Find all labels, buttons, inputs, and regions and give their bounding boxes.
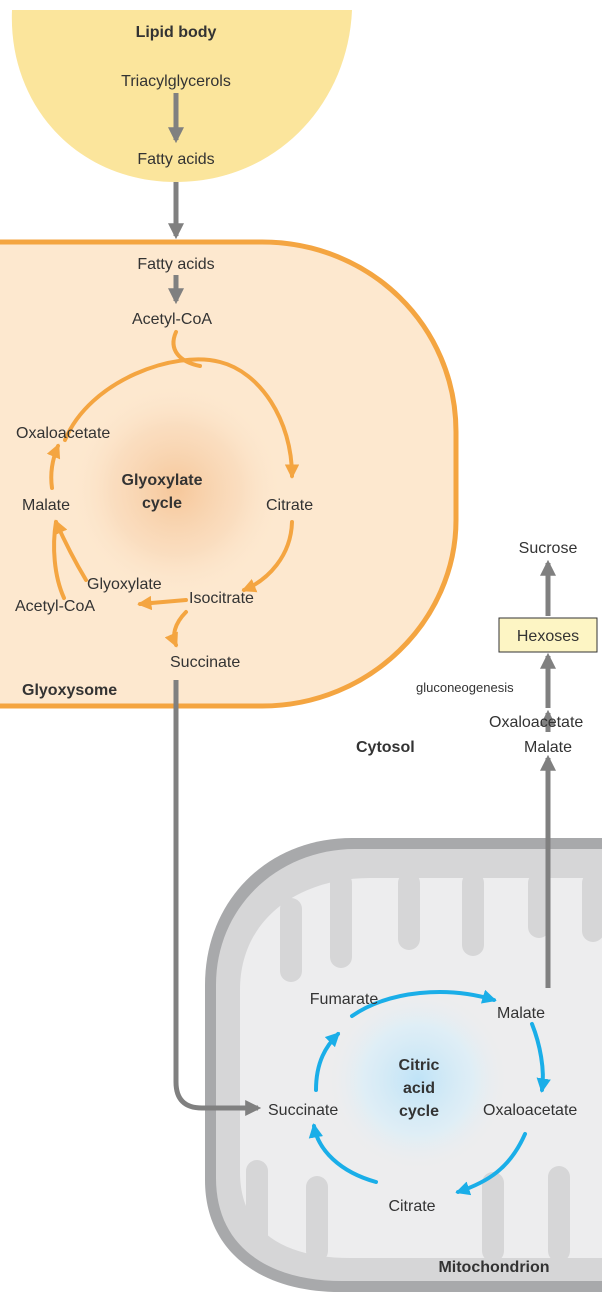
- glyoxysome-malate-label: Malate: [22, 497, 70, 514]
- mito-malate-label: Malate: [497, 1005, 545, 1022]
- glyoxysome-succinate-label: Succinate: [170, 654, 240, 671]
- cytosol-gluconeogenesis-label: gluconeogenesis: [416, 680, 514, 695]
- mito-succinate-label: Succinate: [268, 1102, 338, 1119]
- glyoxysome-citrate-label: Citrate: [266, 497, 313, 514]
- citric-acid-cycle-title-line3: cycle: [399, 1103, 439, 1120]
- citric-acid-cycle-title-line1: Citric: [399, 1057, 440, 1074]
- glyoxysome-acetyl-coa-label: Acetyl-CoA: [132, 311, 212, 328]
- glyoxysome-glyoxylate-label: Glyoxylate: [87, 576, 162, 593]
- cytosol-oxaloacetate-label: Oxaloacetate: [489, 714, 583, 731]
- cytosol-title: Cytosol: [356, 739, 415, 756]
- mito-oxaloacetate-label: Oxaloacetate: [483, 1102, 577, 1119]
- mito-fumarate-label: Fumarate: [310, 991, 379, 1008]
- glyoxylate-cycle-title-line2: cycle: [142, 495, 182, 512]
- glyoxysome-acetyl-coa-2-label: Acetyl-CoA: [15, 598, 95, 615]
- glyoxysome-oxaloacetate-label: Oxaloacetate: [16, 425, 110, 442]
- cytosol-malate-label: Malate: [524, 739, 572, 756]
- mito-citrate-label: Citrate: [388, 1198, 435, 1215]
- mitochondrion-title: Mitochondrion: [438, 1259, 549, 1276]
- glyoxysome-fatty-acids-label: Fatty acids: [137, 256, 214, 273]
- glyoxylate-cycle-title-line1: Glyoxylate: [122, 472, 203, 489]
- cytosol-sucrose-label: Sucrose: [519, 540, 578, 557]
- lipid-fatty-acids-label: Fatty acids: [137, 151, 214, 168]
- lipid-body-title: Lipid body: [136, 24, 217, 41]
- glyoxysome-isocitrate-label: Isocitrate: [189, 590, 254, 607]
- lipid-triacylglycerols-label: Triacylglycerols: [121, 73, 231, 90]
- glyoxylate-cycle-glow: [68, 382, 284, 598]
- citric-acid-cycle-title-line2: acid: [403, 1080, 435, 1097]
- glyoxysome-title: Glyoxysome: [22, 682, 117, 699]
- cytosol-hexoses-label: Hexoses: [517, 628, 579, 645]
